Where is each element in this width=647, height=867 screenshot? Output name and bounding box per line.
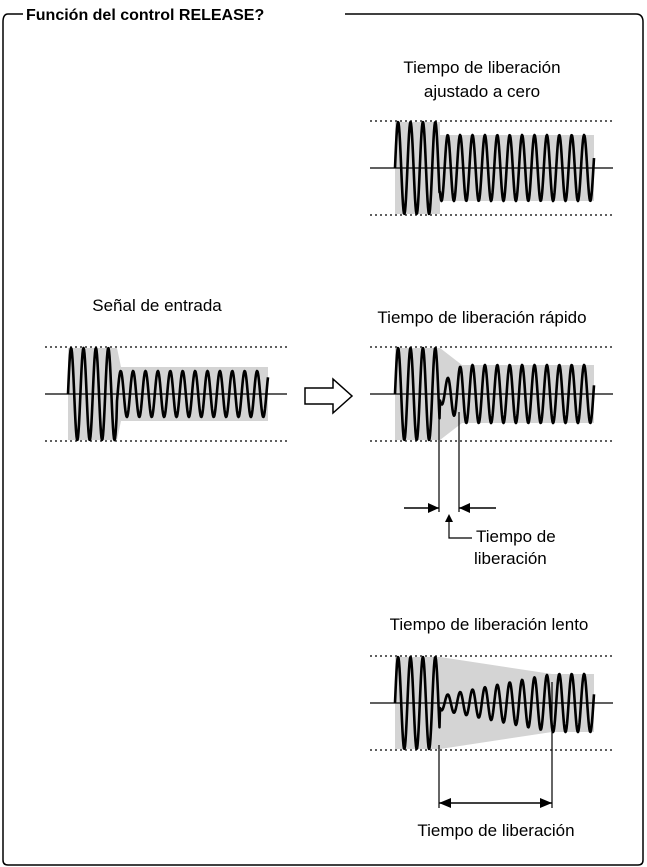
label-release-time-line2: liberación: [474, 549, 547, 568]
label-slow-release: Tiempo de liberación lento: [390, 615, 589, 634]
label-input-signal: Señal de entrada: [92, 296, 222, 315]
frame-border: [2, 13, 644, 866]
waveform-trace: [66, 346, 270, 442]
zero-release-plot: [370, 120, 613, 216]
waveform-trace: [393, 655, 596, 751]
label-release-time-bottom: Tiempo de liberación: [417, 821, 574, 840]
input-signal-plot: [45, 346, 287, 442]
diagram-title: Función del control RELEASE?: [26, 7, 264, 24]
label-fast-release: Tiempo de liberación rápido: [377, 308, 586, 327]
waveform-trace: [393, 346, 596, 442]
label-release-time-line1: Tiempo de: [476, 527, 556, 546]
label-zero-line2: ajustado a cero: [424, 82, 540, 101]
fast-release-plot: [370, 346, 613, 442]
fast-release-time-marker: [404, 402, 496, 539]
slow-release-time-marker: [438, 682, 553, 808]
waveform-trace: [393, 120, 596, 216]
hollow-right-arrow-icon: [304, 377, 354, 415]
slow-release-plot: [370, 655, 613, 751]
label-zero-line1: Tiempo de liberación: [403, 58, 560, 77]
